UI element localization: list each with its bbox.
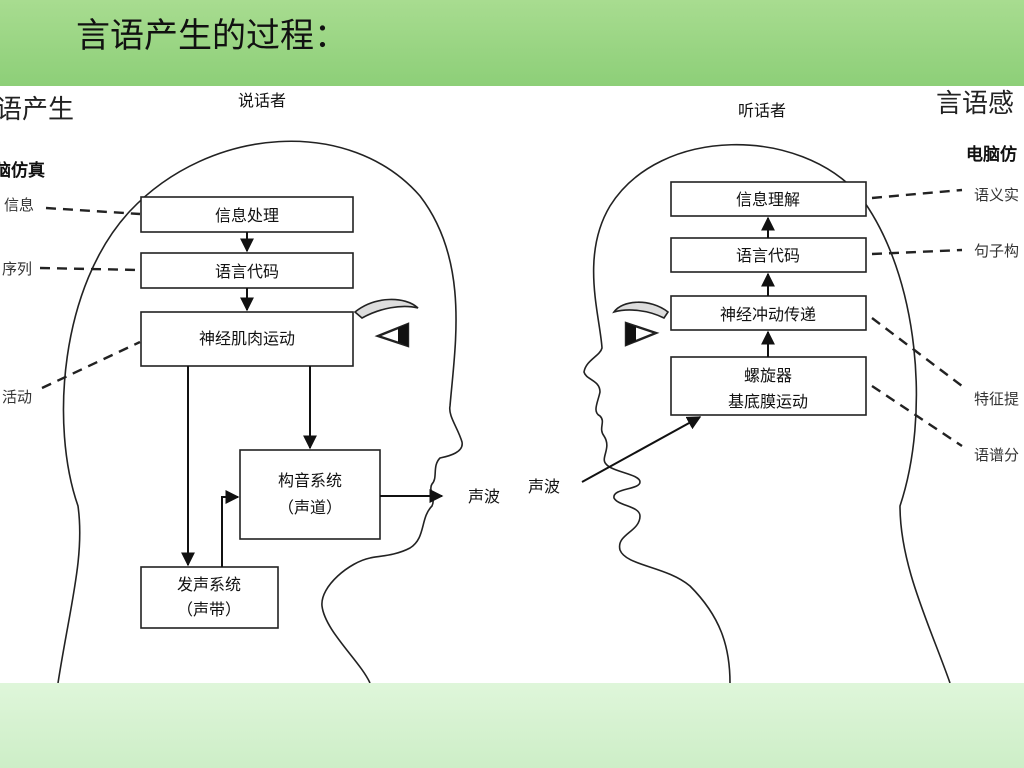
left-leader-2 [39,266,141,272]
diagram-panel: 语产生 说话者 脑仿真 信息 序列 活动 信息处理 语言代码 神经肌肉运动 构音… [0,86,1024,683]
listener-label: 听话者 [738,101,786,120]
cochlea-box: 螺旋器 基底膜运动 [670,356,867,416]
right-leader-4 [871,385,963,447]
nerve-impulse-label: 神经冲动传递 [720,305,816,324]
speaker-language-code-box: 语言代码 [140,252,354,289]
articulation-label-1: 构音系统 [278,471,342,490]
articulation-label-2: （声道） [278,498,342,517]
speech-process-diagram: 语产生 说话者 脑仿真 信息 序列 活动 信息处理 语言代码 神经肌肉运动 构音… [0,89,1019,683]
right-side-label-1: 语义实 [974,186,1019,204]
left-sim-label: 脑仿真 [0,160,45,181]
left-side-label-3: 活动 [2,388,32,406]
listener-eyebrow-icon [612,301,670,320]
left-leader-3 [41,340,141,390]
listener-language-code-box: 语言代码 [670,237,867,273]
right-side-label-4: 语谱分 [974,446,1019,464]
info-understanding-label: 信息理解 [736,190,800,209]
left-corner-label: 语产生 [0,95,74,125]
right-side-label-3: 特征提 [974,390,1019,408]
phonation-box: 发声系统 （声带） [140,566,279,629]
speaker-eyebrow-icon [353,298,419,319]
speaker-sound-wave-label: 声波 [468,487,500,506]
cochlea-label-2: 基底膜运动 [728,392,808,411]
listener-head-outline [583,143,951,683]
right-leader-1 [871,188,963,200]
speaker-head-outline [57,140,463,683]
speaker-language-code-label: 语言代码 [215,262,279,281]
neuromuscular-label: 神经肌肉运动 [199,329,295,348]
articulation-box: 构音系统 （声道） [239,449,381,540]
neuromuscular-box: 神经肌肉运动 [140,311,354,367]
left-side-label-1: 信息 [4,196,34,214]
right-corner-label: 言语感 [936,89,1014,119]
info-understanding-box: 信息理解 [670,181,867,217]
nerve-impulse-box: 神经冲动传递 [670,295,867,331]
listener-pupil-icon [626,323,636,345]
speaker-pupil-icon [398,324,408,346]
listener-language-code-label: 语言代码 [736,246,800,265]
speaker-label: 说话者 [238,91,286,110]
info-processing-label: 信息处理 [215,206,279,225]
left-leader-1 [45,206,141,216]
slide-title: 言语产生的过程： [76,16,348,56]
arrow-sound-into-ear [581,416,702,483]
arrow-phonation-to-articulation [221,490,240,567]
right-leader-2 [871,248,963,256]
right-side-label-2: 句子构 [974,242,1019,260]
cochlea-label-1: 螺旋器 [744,366,792,385]
left-side-label-2: 序列 [2,260,32,278]
info-processing-box: 信息处理 [140,196,354,233]
right-leader-3 [871,317,963,387]
listener-sound-wave-label: 声波 [528,477,560,496]
phonation-label-2: （声带） [177,600,241,619]
phonation-label-1: 发声系统 [177,575,241,594]
title-band [0,0,1024,86]
footer-band [0,683,1024,768]
right-sim-label: 电脑仿 [966,144,1017,165]
